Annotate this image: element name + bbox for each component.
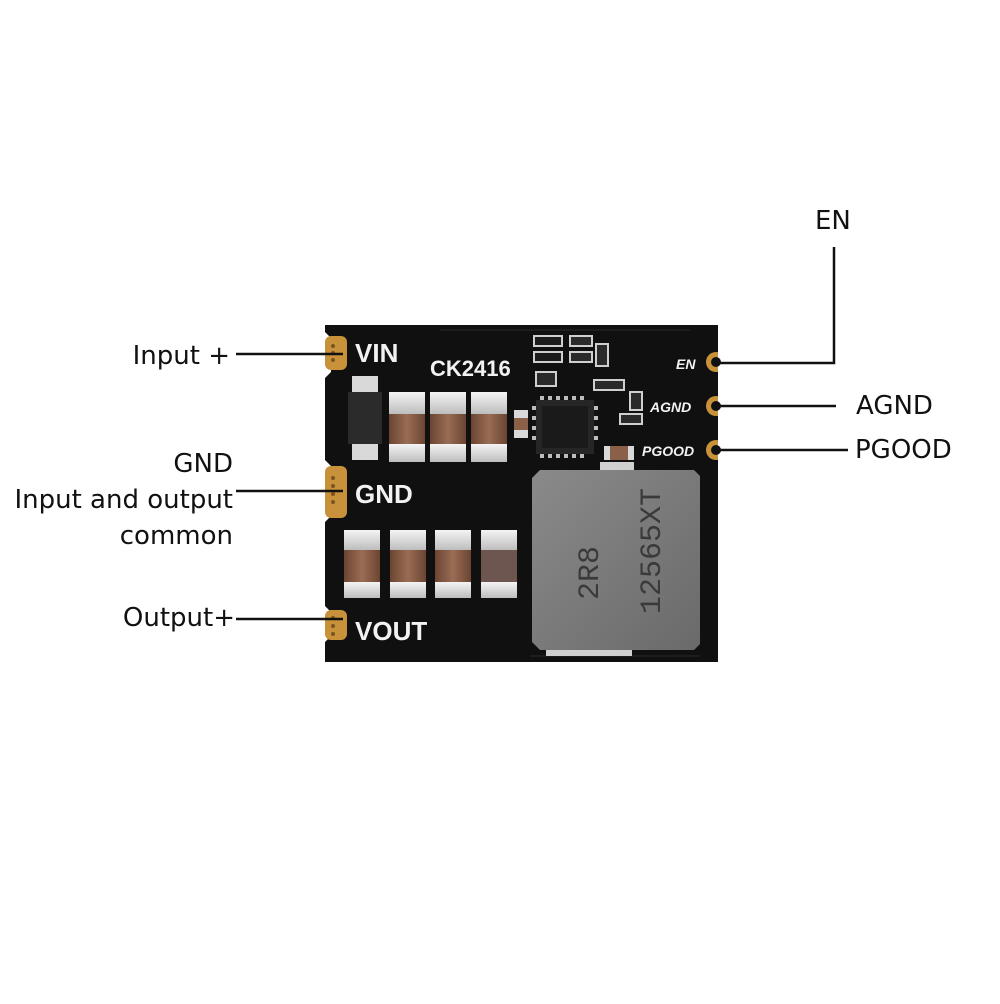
inductor-marking-2: 12565XT [636, 488, 670, 614]
pad-vout [325, 610, 347, 640]
silk-gnd: GND [355, 479, 413, 509]
callout-pgood: PGOOD [855, 435, 952, 465]
callout-output-plus: Output+ [122, 603, 235, 633]
silk-en: EN [676, 356, 696, 372]
small-smd-components [533, 335, 643, 460]
callout-agnd: AGND [856, 391, 933, 421]
callout-input-plus: Input + [132, 341, 230, 371]
input-capacitors [389, 392, 528, 462]
output-capacitors [344, 530, 517, 598]
silk-vin: VIN [355, 338, 398, 368]
inductor: 2R8 12565XT [532, 462, 700, 656]
board-model-label: CK2416 [430, 356, 511, 381]
diode-component [348, 376, 382, 460]
callout-gnd-title: GND [173, 449, 233, 479]
silk-pgood: PGOOD [642, 443, 694, 459]
callout-en: EN [815, 206, 851, 236]
ic-chip [532, 396, 598, 458]
silk-agnd: AGND [649, 399, 691, 415]
silk-vout: VOUT [355, 616, 427, 646]
leader-en [716, 247, 836, 365]
callout-gnd-desc-2: common [119, 521, 233, 551]
inductor-marking-1: 2R8 [574, 546, 608, 600]
leader-lines [236, 247, 848, 621]
callout-gnd-desc-1: Input and output [14, 485, 233, 515]
